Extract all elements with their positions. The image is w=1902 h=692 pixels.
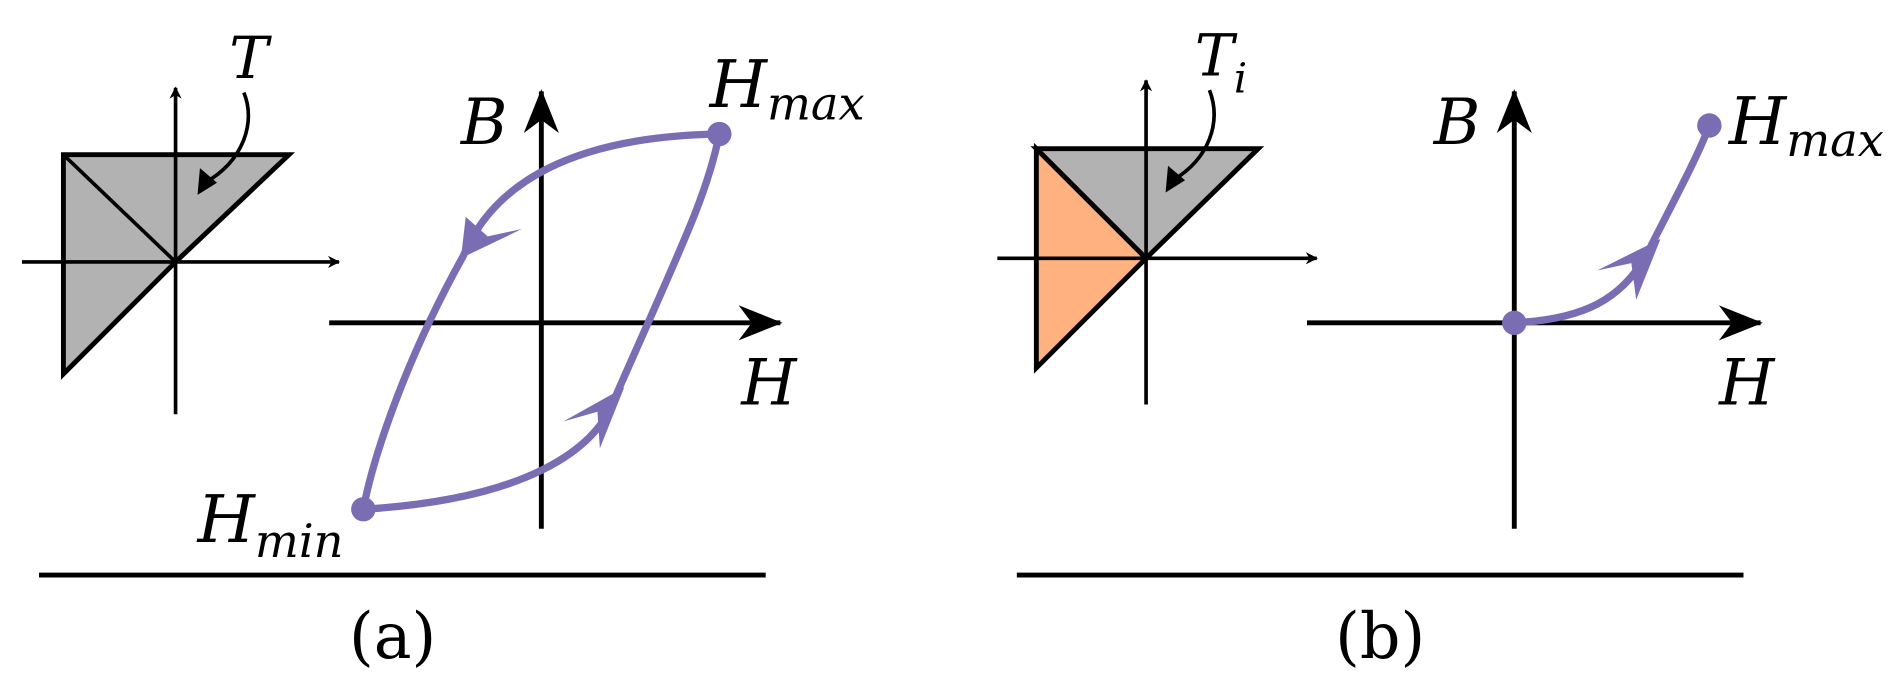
panel-a: T B H Hmax Hmin (a) [21,24,865,673]
descending-arrowhead-a [460,216,522,259]
initial-curve-b [1502,113,1722,336]
b-axis-label-b: B [1433,85,1481,159]
h-max-label-b: Hmax [1728,83,1884,167]
h-max-point-a [707,121,732,147]
triangle-pointer-arrow-b [1171,89,1216,182]
h-min-label-a: Hmin [197,481,344,568]
h-max-point-b [1697,113,1722,138]
hysteresis-loop-a [351,121,732,522]
triangle-diagram-b: Ti [997,22,1318,405]
h-axis-label-a: H [740,346,798,420]
h-min-point-a [351,497,376,522]
ascending-arrowhead-a [563,387,625,449]
b-axis-label-a: B [460,85,508,159]
triangle-label-a: T [229,24,272,92]
triangle-pointer-arrow-a [203,91,251,185]
triangle-pointer-head-a [197,168,218,195]
h-max-label-a: Hmax [709,46,865,130]
origin-point-b [1502,310,1527,336]
initial-branch-b [1510,121,1714,327]
initial-arrowhead-b [1597,238,1661,300]
h-axis-label-b: H [1718,346,1776,420]
panel-b: Ti B H Hmax (b) [997,22,1884,673]
caption-a: (a) [349,599,436,673]
triangle-diagonal-a [62,153,177,264]
triangle-pointer-head-b [1165,165,1186,193]
triangle-label-b: Ti [1195,22,1247,103]
triangle-diagram-a: T [21,24,341,415]
caption-b: (b) [1335,599,1425,673]
